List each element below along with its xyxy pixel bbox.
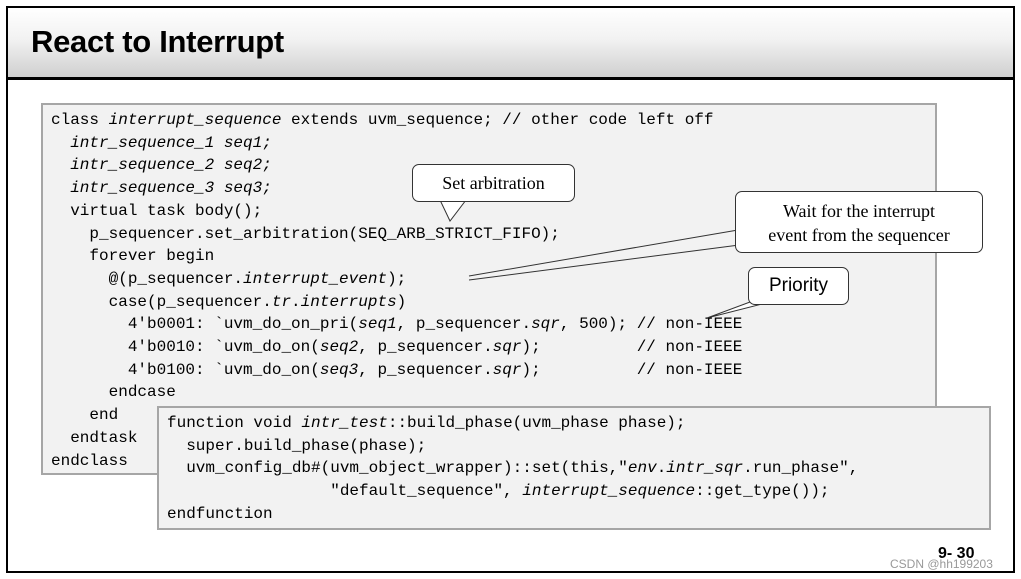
code-token: forever begin (51, 247, 215, 266)
build-phase-code-line: endfunction (167, 505, 273, 523)
watermark: CSDN @hh199203 (890, 557, 993, 571)
code-token: tr (271, 292, 292, 311)
code-token (51, 156, 70, 174)
sequence-code-line: intr_sequence_1 seq1; (51, 134, 272, 152)
code-token: seq2 (319, 338, 359, 357)
code-token: ) (396, 292, 407, 311)
code-token: ); (387, 269, 407, 288)
code-token: class (51, 111, 109, 129)
sequence-code-line: endclass (51, 452, 128, 470)
code-token: 4'b0001: `uvm_do_on_pri( (51, 315, 359, 334)
code-token: seq1 (358, 315, 397, 334)
build-phase-code-line: super.build_phase(phase); (167, 437, 426, 455)
build-phase-code-line: uvm_config_db#(uvm_object_wrapper)::set(… (167, 459, 858, 477)
code-token: "default_sequence", (167, 482, 523, 501)
callout-wait-line-1: Wait for the interrupt (783, 201, 935, 221)
code-token: end (51, 406, 119, 425)
sequence-code-line: class interrupt_sequence extends uvm_seq… (51, 111, 714, 129)
code-token: , p_sequencer. (358, 360, 493, 379)
code-token: ); // non-IEEE (521, 360, 743, 379)
sequence-code-line: 4'b0010: `uvm_do_on(seq2, p_sequencer.sq… (51, 338, 743, 357)
code-token: 4'b0010: `uvm_do_on( (51, 338, 320, 357)
sequence-code-line: 4'b0001: `uvm_do_on_pri(seq1, p_sequence… (51, 315, 743, 334)
code-block-build-phase: function void intr_test::build_phase(uvm… (167, 412, 858, 526)
sequence-code-line: endtask (51, 429, 137, 447)
code-token: p_sequencer.set_arbitration(SEQ_ARB_STRI… (51, 224, 560, 243)
code-token: ); // non-IEEE (521, 338, 743, 357)
code-token (51, 134, 70, 152)
sequence-code-line: 4'b0100: `uvm_do_on(seq3, p_sequencer.sq… (51, 360, 743, 379)
code-token: case(p_sequencer. (51, 292, 272, 311)
code-token: endfunction (167, 504, 273, 523)
code-token: , p_sequencer. (358, 338, 493, 357)
sequence-code-line: virtual task body(); (51, 202, 262, 220)
code-token: intr_sequence_3 seq3; (70, 179, 272, 198)
slide-title: React to Interrupt (31, 24, 284, 59)
sequence-code-line: @(p_sequencer.interrupt_event); (51, 269, 407, 288)
code-token: endcase (51, 383, 176, 402)
callout-wait-line-2: event from the sequencer (768, 225, 950, 245)
code-token: @(p_sequencer. (51, 269, 244, 288)
code-token: .run_phase", (743, 459, 859, 478)
callout-priority-text: Priority (768, 275, 829, 296)
code-token: super.build_phase(phase); (167, 436, 427, 455)
callout-set-arbitration: Set arbitration (412, 164, 575, 202)
code-token: seq3 (319, 360, 359, 379)
code-token: sqr (531, 315, 560, 334)
code-token: ::build_phase(uvm_phase phase); (387, 414, 686, 432)
sequence-code-line: case(p_sequencer.tr.interrupts) (51, 292, 407, 311)
code-token: intr_sqr (666, 459, 744, 478)
sequence-code-line: forever begin (51, 247, 214, 265)
code-token: sqr (492, 360, 522, 379)
sequence-code-line: intr_sequence_3 seq3; (51, 179, 272, 197)
code-token: env (627, 459, 657, 478)
page-number: 9- 30 (938, 545, 975, 562)
code-token: 4'b0100: `uvm_do_on( (51, 360, 320, 379)
code-token: extends uvm_sequence; // other code left… (281, 111, 714, 129)
title-bar: React to Interrupt (8, 8, 1013, 80)
sequence-code-line: intr_sequence_2 seq2; (51, 156, 272, 174)
code-box-build-phase: function void intr_test::build_phase(uvm… (157, 406, 991, 530)
code-token: interrupt_event (243, 269, 388, 288)
sequence-code-line: endcase (51, 383, 176, 401)
callout-set-arbitration-text: Set arbitration (442, 173, 545, 193)
code-token: , p_sequencer. (396, 315, 532, 334)
build-phase-code-line: function void intr_test::build_phase(uvm… (167, 414, 686, 432)
code-token: intr_sequence_1 seq1; (70, 133, 272, 152)
code-token: intr_test (301, 414, 388, 432)
code-block-sequence: class interrupt_sequence extends uvm_seq… (51, 109, 742, 472)
code-token: virtual task body(); (51, 201, 263, 220)
code-token: intr_sequence_2 seq2; (70, 156, 272, 175)
code-token: uvm_config_db#(uvm_object_wrapper)::set(… (167, 459, 628, 478)
code-token: . (291, 292, 301, 311)
build-phase-code-line: "default_sequence", interrupt_sequence::… (167, 482, 830, 501)
code-token: interrupt_sequence (108, 111, 282, 129)
code-token: endclass (51, 451, 128, 470)
code-token: interrupt_sequence (522, 482, 696, 501)
sequence-code-line: p_sequencer.set_arbitration(SEQ_ARB_STRI… (51, 224, 560, 243)
callout-priority: Priority (748, 267, 849, 305)
sequence-code-line: end (51, 406, 118, 424)
code-token: function void (167, 414, 302, 432)
code-token: endtask (51, 428, 138, 447)
code-token: ::get_type()); (695, 482, 830, 501)
code-token: , 500); // non-IEEE (559, 315, 743, 334)
code-token (51, 179, 70, 197)
callout-wait-interrupt: Wait for the interrupt event from the se… (735, 191, 983, 253)
code-token: . (656, 459, 667, 478)
code-token: sqr (492, 338, 522, 357)
code-token: interrupts (300, 292, 397, 311)
